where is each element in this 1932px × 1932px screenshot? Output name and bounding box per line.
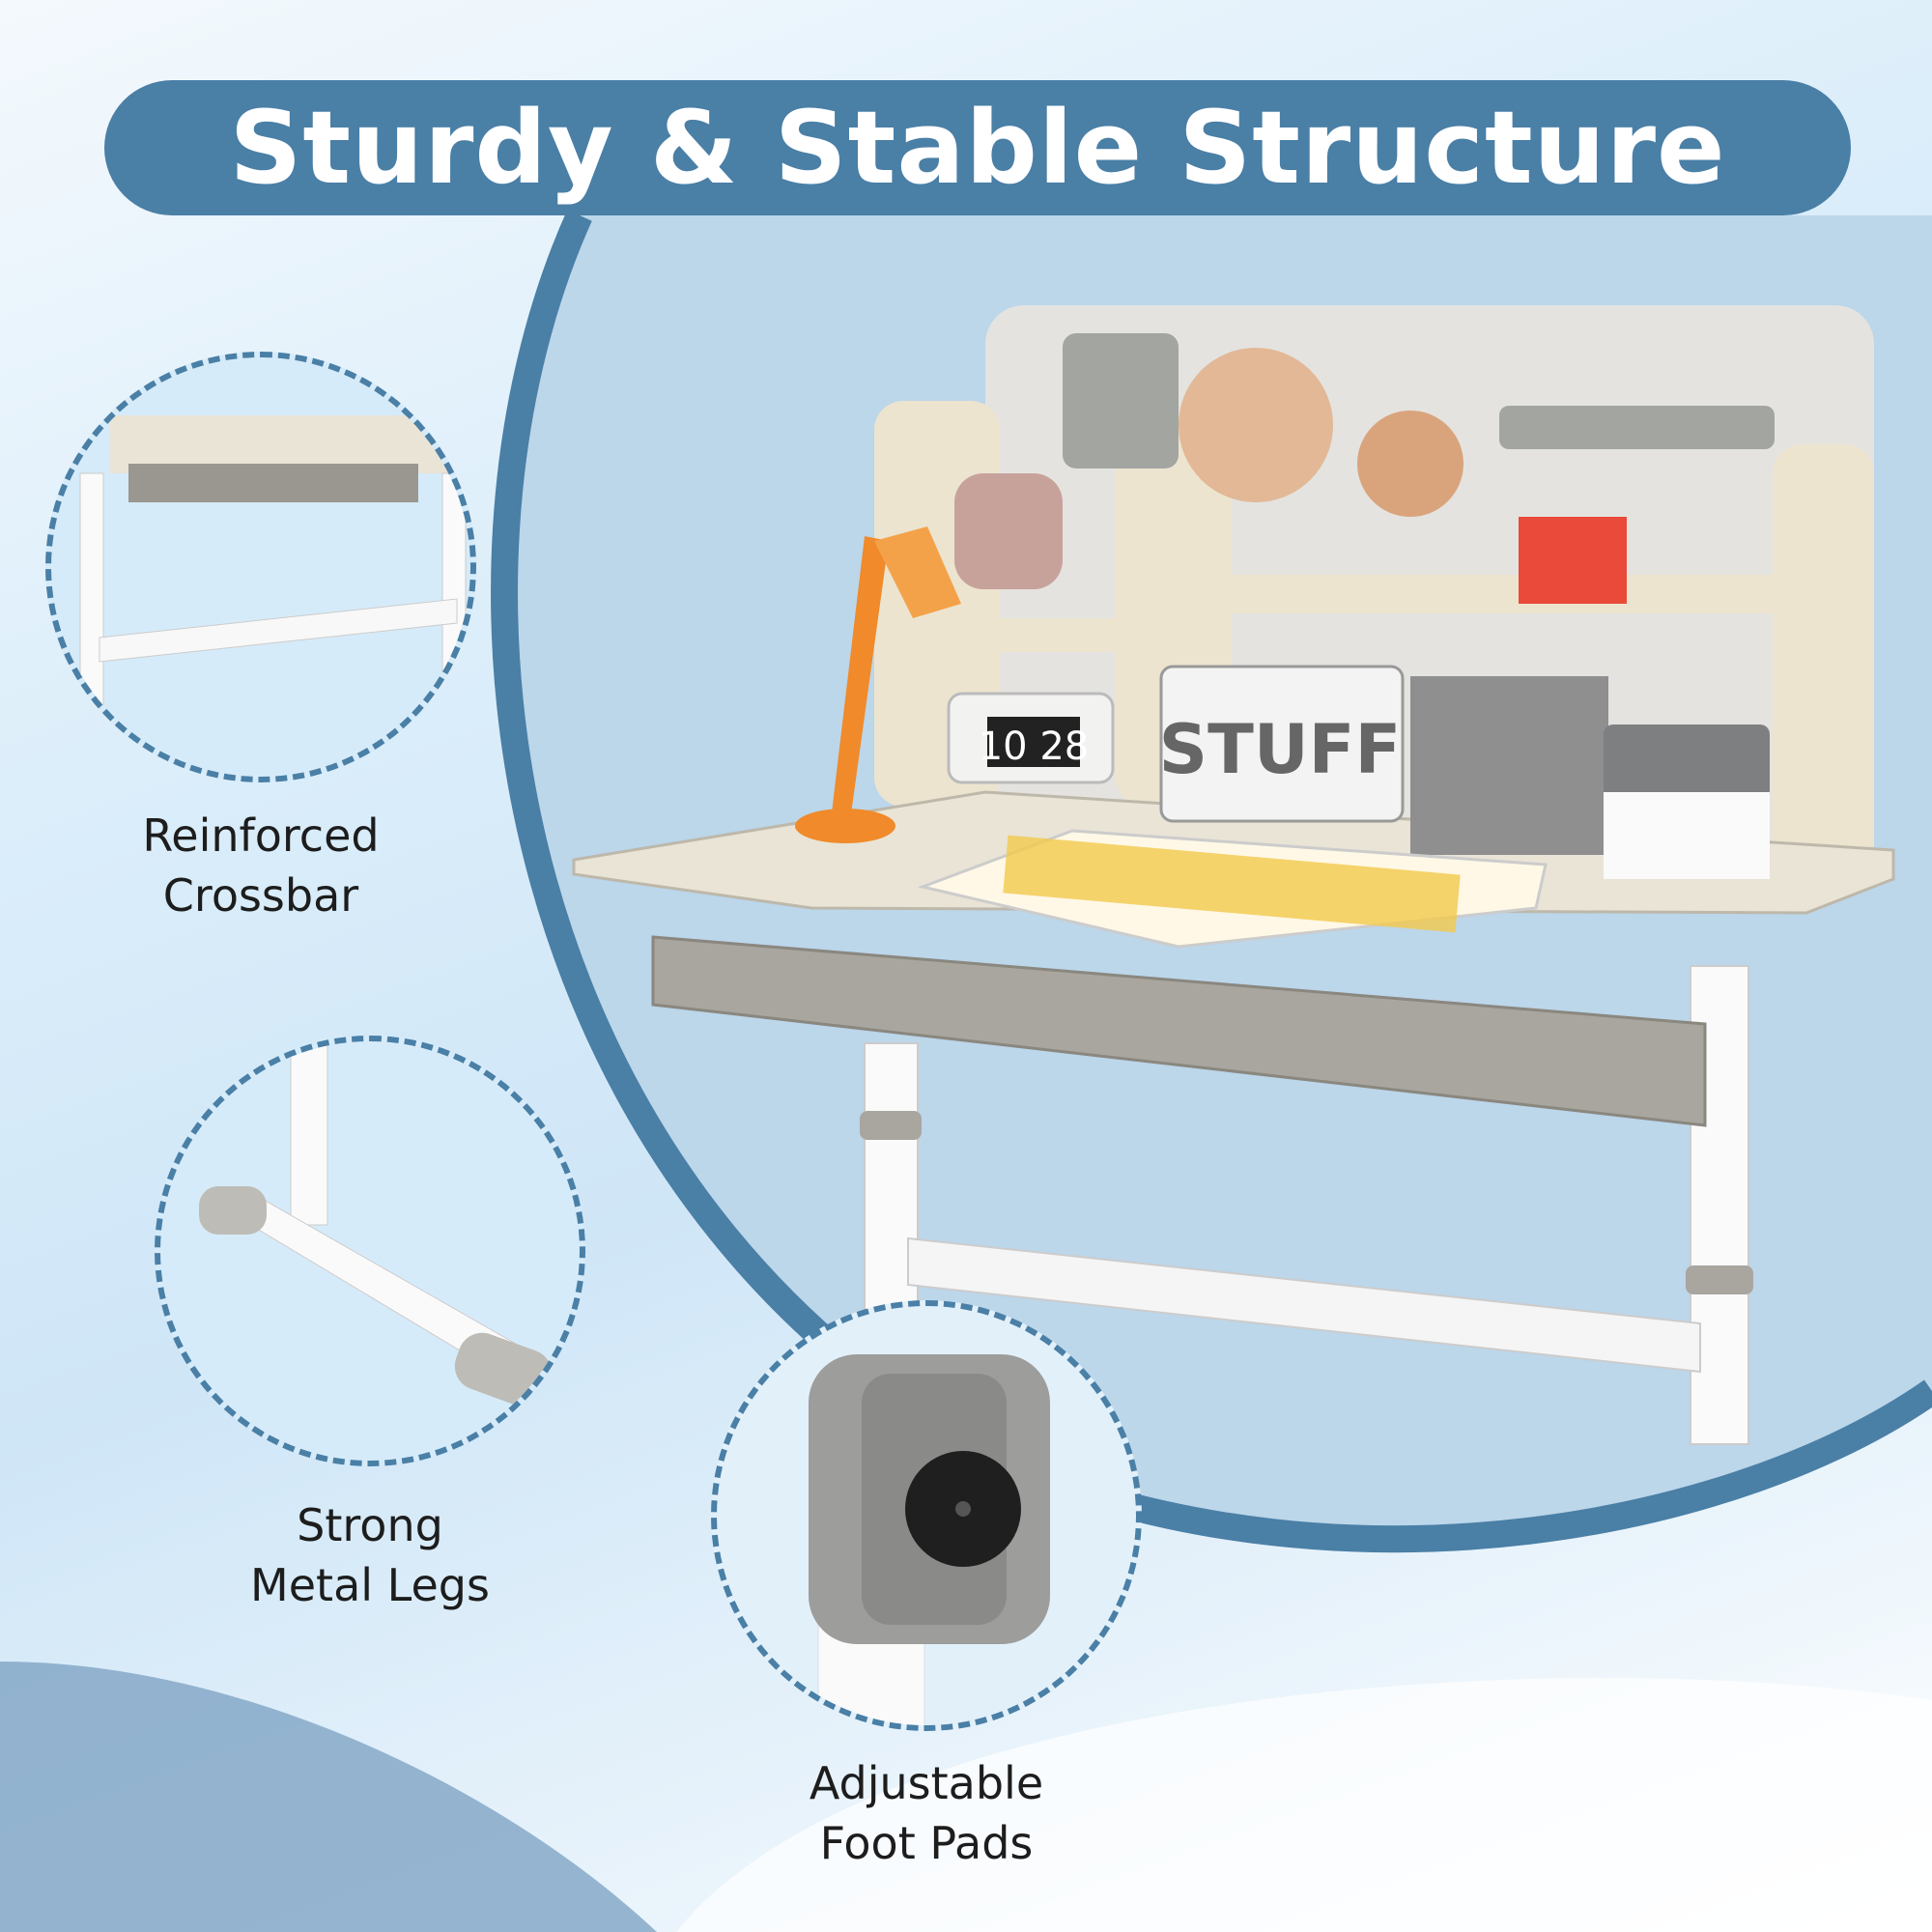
- leg-clamp-right: [1686, 1265, 1753, 1294]
- feature-label-reinforced-crossbar: Reinforced Crossbar: [58, 806, 464, 925]
- plush-lion-small: [1357, 411, 1463, 517]
- feature-label-line2: Foot Pads: [819, 1817, 1034, 1869]
- feature-label-strong-metal-legs: Strong Metal Legs: [167, 1495, 573, 1615]
- desk-crossbar: [907, 1236, 1701, 1374]
- feature-label-line2: Crossbar: [162, 869, 359, 922]
- feature-label-line1: Strong: [297, 1499, 443, 1551]
- title-banner: Sturdy & Stable Structure: [104, 80, 1851, 215]
- page-title: Sturdy & Stable Structure: [229, 89, 1726, 207]
- feature-label-adjustable-foot-pads: Adjustable Foot Pads: [724, 1753, 1129, 1873]
- stacked-cushions: [954, 473, 1063, 589]
- hutch-shelf-upper: [1130, 575, 1777, 613]
- clock-time: 10 28: [979, 724, 1090, 769]
- hutch-right-side: [1773, 444, 1874, 879]
- plush-lion-large: [1179, 348, 1333, 502]
- desk-lamp: [795, 526, 961, 843]
- hutch-shelf-lower: [889, 618, 1121, 652]
- book-illustration: [1003, 835, 1461, 933]
- metal-legs-detail-image: [155, 1036, 585, 1466]
- bottom-wave-light: [676, 1678, 1932, 1932]
- bottom-left-wave: [0, 1662, 657, 1932]
- pen-holder: [1063, 333, 1179, 469]
- basket-text: STUFF: [1159, 710, 1402, 789]
- leg-clamp-left: [860, 1111, 922, 1140]
- crossbar-detail-graphic: [79, 415, 470, 725]
- drawer: [651, 935, 1707, 1127]
- wire-basket: [1159, 665, 1405, 823]
- rubiks-cube: [1519, 517, 1627, 604]
- feature-label-line1: Reinforced: [142, 810, 380, 862]
- metal-legs-detail-graphic: [199, 1041, 553, 1407]
- foot-pads-detail-image: [711, 1300, 1142, 1731]
- wall-tray: [1499, 406, 1775, 449]
- marker-case: [1410, 676, 1608, 855]
- feature-label-line2: Metal Legs: [250, 1559, 490, 1611]
- desk-illustration: 10 28 STUFF: [572, 305, 1895, 1460]
- feature-label-line1: Adjustable: [809, 1757, 1044, 1809]
- crossbar-detail-image: [45, 352, 476, 782]
- foot-pads-detail-graphic: [809, 1354, 1050, 1725]
